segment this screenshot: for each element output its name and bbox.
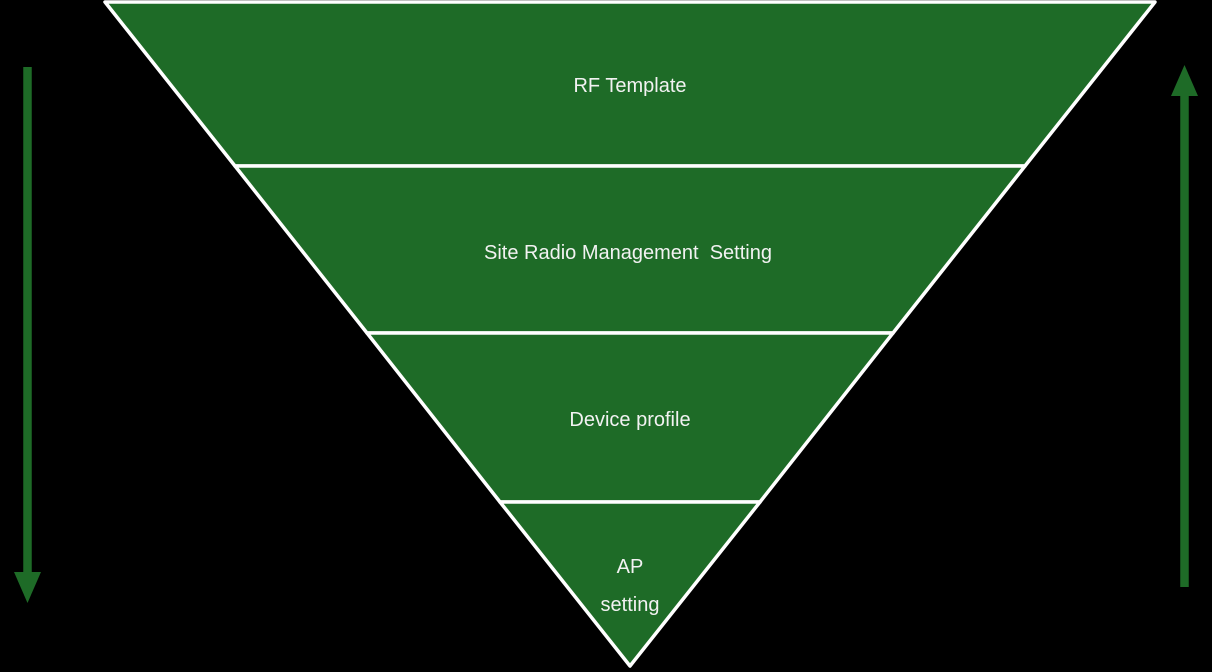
funnel-layer-ap-setting	[498, 500, 762, 668]
funnel-label-ap-setting: setting	[601, 594, 660, 616]
funnel-label-rf-template: RF Template	[573, 75, 686, 97]
down-arrow-icon	[14, 67, 41, 603]
funnel-label-device-profile: Device profile	[569, 409, 690, 431]
funnel-label-ap: AP	[617, 556, 644, 578]
up-arrow-head	[1171, 65, 1198, 96]
funnel-layers	[103, 0, 1157, 668]
down-arrow-head	[14, 572, 41, 603]
up-arrow-icon	[1171, 65, 1198, 587]
funnel-label-site-radio-management: Site Radio Management Setting	[484, 242, 772, 264]
